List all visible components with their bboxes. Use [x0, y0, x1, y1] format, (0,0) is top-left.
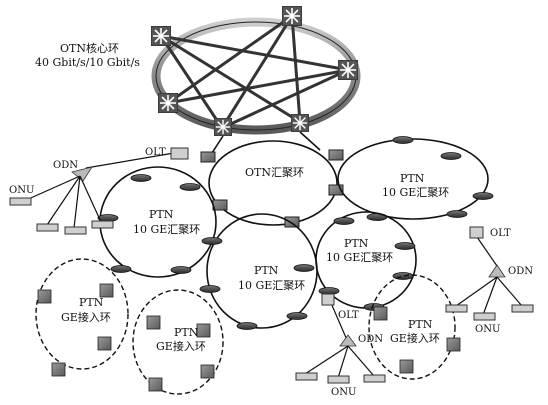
otn-switch-icon — [282, 6, 302, 26]
ptn-10ge-center-line2: 10 GE汇聚环 — [238, 279, 305, 292]
otn-core-rate: 40 Gbit/s/10 Gbit/s — [35, 56, 140, 69]
onu-device-icon — [295, 372, 318, 381]
ptn-10ge-ring-left — [97, 166, 217, 278]
otn-agg-ring — [200, 131, 344, 228]
ptn-node — [236, 322, 258, 330]
ptn-node — [472, 192, 494, 200]
otn-switch-icon — [158, 93, 178, 113]
ge-node — [146, 315, 161, 330]
otn-agg-node — [200, 151, 216, 163]
onu-label-top-left: ONU — [9, 185, 34, 196]
ptn-10ge-ring-center — [199, 213, 318, 330]
ptn-node — [286, 312, 308, 320]
ptn-ge-left-line2: GE接入环 — [61, 311, 111, 324]
ge-node — [97, 336, 112, 351]
odn-splitter-icon — [339, 334, 357, 347]
onu-device-icon — [9, 197, 32, 206]
otn-switch-icon — [338, 60, 358, 80]
odn-splitter-icon — [488, 264, 506, 278]
otn-switch-icon — [214, 118, 232, 136]
ptn-ge-right-line2: GE接入环 — [390, 332, 440, 345]
ptn-node — [318, 287, 340, 295]
ptn-node — [179, 183, 201, 191]
ge-node — [196, 323, 211, 338]
olt-device-icon — [170, 147, 189, 160]
otn-agg-node — [328, 149, 344, 161]
ge-node — [446, 337, 461, 352]
ptn-ge-ring-center — [132, 289, 224, 395]
ptn-10ge-right-upper-line1: PTN — [400, 172, 425, 185]
ptn-10ge-ring-right-upper — [337, 136, 494, 221]
ptn-10ge-right-upper-line2: 10 GE汇聚环 — [382, 186, 449, 199]
access-top-left — [9, 147, 189, 235]
ptn-node — [201, 237, 223, 245]
ptn-node — [130, 174, 152, 182]
olt-label-bottom-center: OLT — [338, 310, 359, 321]
olt-label-top-left: OLT — [145, 147, 166, 158]
ptn-node — [333, 217, 355, 225]
ptn-ge-right-line1: PTN — [408, 318, 433, 331]
odn-label-top-left: ODN — [53, 160, 78, 171]
access-bottom-center — [295, 293, 386, 384]
ptn-node — [394, 242, 416, 250]
ge-node — [373, 306, 388, 321]
ptn-ge-ring-right — [368, 274, 461, 380]
otn-agg-nodes — [200, 149, 344, 228]
onu-device-icon — [91, 220, 114, 229]
ge-node — [148, 377, 163, 392]
onu-device-icon — [36, 223, 59, 232]
ge-node — [200, 364, 215, 379]
olt-device-icon — [469, 226, 484, 239]
ge-node — [99, 283, 114, 298]
ptn-10ge-right-lower-line1: PTN — [344, 237, 369, 250]
otn-core-title: OTN核心环 — [60, 41, 119, 55]
otn-agg-node — [284, 216, 300, 228]
ptn-10ge-left-line2: 10 GE汇聚环 — [133, 223, 200, 236]
ptn-ge-left-line1: PTN — [79, 296, 104, 309]
ge-node — [399, 359, 414, 374]
onu-device-icon — [327, 375, 350, 384]
ptn-10ge-right-lower-line2: 10 GE汇聚环 — [326, 251, 393, 264]
onu-label-right: ONU — [475, 324, 500, 335]
ge-node — [51, 362, 66, 377]
ge-node — [37, 289, 52, 304]
otn-agg-node — [328, 184, 344, 196]
ptn-node — [392, 136, 414, 144]
otn-switch-icon — [151, 26, 171, 46]
olt-label-right: OLT — [490, 228, 511, 239]
odn-label-right: ODN — [508, 266, 533, 277]
core-mesh-links — [159, 14, 349, 130]
ptn-node — [97, 214, 119, 222]
ptn-node — [446, 210, 468, 218]
odn-label-bottom-center: ODN — [358, 334, 383, 345]
ptn-node — [293, 264, 315, 272]
otn-core-ring — [151, 6, 361, 136]
onu-device-icon — [445, 304, 468, 313]
ptn-node — [392, 272, 414, 280]
olt-device-icon — [321, 293, 335, 306]
ptn-node — [110, 265, 132, 273]
ptn-10ge-left-line1: PTN — [149, 208, 174, 221]
ptn-10ge-center-line1: PTN — [254, 264, 279, 277]
ptn-node — [199, 285, 221, 293]
access-right — [445, 226, 534, 321]
onu-label-bottom-center: ONU — [331, 387, 356, 398]
onu-device-icon — [363, 374, 386, 383]
onu-device-icon — [511, 304, 534, 313]
onu-device-icon — [64, 226, 87, 235]
ptn-node — [170, 266, 192, 274]
ptn-node — [440, 152, 462, 160]
ptn-ge-center-line1: PTN — [174, 326, 199, 339]
otn-switch-icon — [291, 114, 309, 132]
ptn-ge-ring-left — [35, 258, 129, 377]
ptn-ge-center-line2: GE接入环 — [156, 340, 206, 353]
otn-agg-label: OTN汇聚环 — [245, 166, 304, 179]
onu-device-icon — [473, 312, 496, 321]
